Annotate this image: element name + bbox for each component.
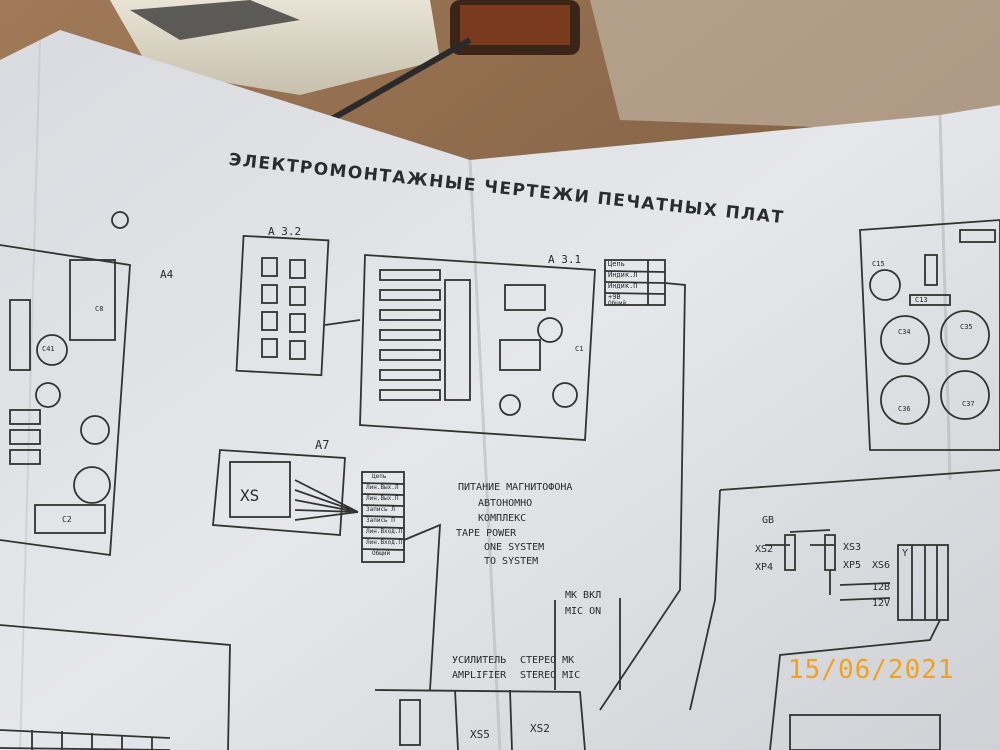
a7-table-row-5: Лин.Вход.Л [366,528,403,535]
stereo-label-ru: СТЕРЕО МК [520,655,575,666]
a31-table-row-2: Индик.П [608,282,638,290]
a7-table-row-7: Общий [372,550,391,557]
a7-table-row-0: Цепь [372,473,387,480]
cap-c13: C13 [915,296,928,304]
power-heading: ПИТАНИЕ МАГНИТОФОНА [458,482,573,493]
paper-sheet [0,30,1000,750]
date-stamp: 15/06/2021 [788,655,955,685]
voltage-12v-en: 12V [872,598,891,609]
cap-c35: C35 [960,323,973,331]
cap-c36: C36 [898,405,911,413]
label-a7: А7 [315,438,330,452]
connector-y: Y [902,548,909,559]
label-xs: XS [240,486,260,505]
cap-c41: C41 [42,345,55,353]
board-a4 [0,211,131,557]
label-a4: А4 [160,268,174,281]
voltage-12v-ru: 12В [872,582,891,593]
connector-xs2-bottom: XS2 [530,722,550,735]
connector-xs5: XS5 [470,728,490,741]
mic-label-ru: МК ВКЛ [565,590,602,601]
connector-xs2: XS2 [755,544,774,555]
connector-xs3: XS3 [843,542,862,553]
a31-table-row-4: Общий [608,300,627,307]
power-complex: КОМПЛЕКС [478,513,527,524]
a7-table-row-3: Запись Л [366,506,395,513]
connector-xp5: XP5 [843,560,862,571]
schematic-bottom [0,624,941,750]
board-a7 [212,449,441,691]
board-right-top [859,219,1000,451]
label-a31: А 3.1 [548,253,582,266]
cap-c8: C8 [95,305,104,313]
power-tape: TAPE POWER [456,528,517,539]
a7-table-row-4: Запись П [366,517,395,524]
board-a32 [235,234,361,377]
cap-c15: C15 [872,260,885,268]
cap-c34: C34 [898,328,911,336]
mic-label-en: MIC ON [565,606,602,617]
stereo-label-en: STEREO MIC [520,670,581,681]
connector-xp4: XP4 [755,562,774,573]
a7-table-row-6: Лин.Вход.П [366,539,403,546]
cap-c1: C1 [575,345,584,353]
a31-table-row-0: Цепь [608,260,625,268]
amp-label-ru: УСИЛИТЕЛЬ [452,655,507,666]
connector-gb: GB [762,515,775,526]
power-to-system: TO SYSTEM [484,556,539,567]
schematic-right-lower [689,469,1000,750]
cap-c37: C37 [962,400,975,408]
connector-xs6: XS6 [872,560,891,571]
power-one-system: ONE SYSTEM [484,542,545,553]
cap-c2: C2 [62,515,72,524]
a7-table-row-1: Лин.Вых.Л [366,484,399,491]
a31-table-row-1: Индик.Л [608,271,638,279]
amp-label-en: AMPLIFIER [452,670,507,681]
label-a32: А 3.2 [268,225,302,238]
a31-table-row-3: +9В [608,293,621,301]
power-auto: АВТОНОМНО [478,498,533,509]
board-a31 [359,254,686,711]
a7-table-row-2: Лин.Вых.П [366,495,399,502]
